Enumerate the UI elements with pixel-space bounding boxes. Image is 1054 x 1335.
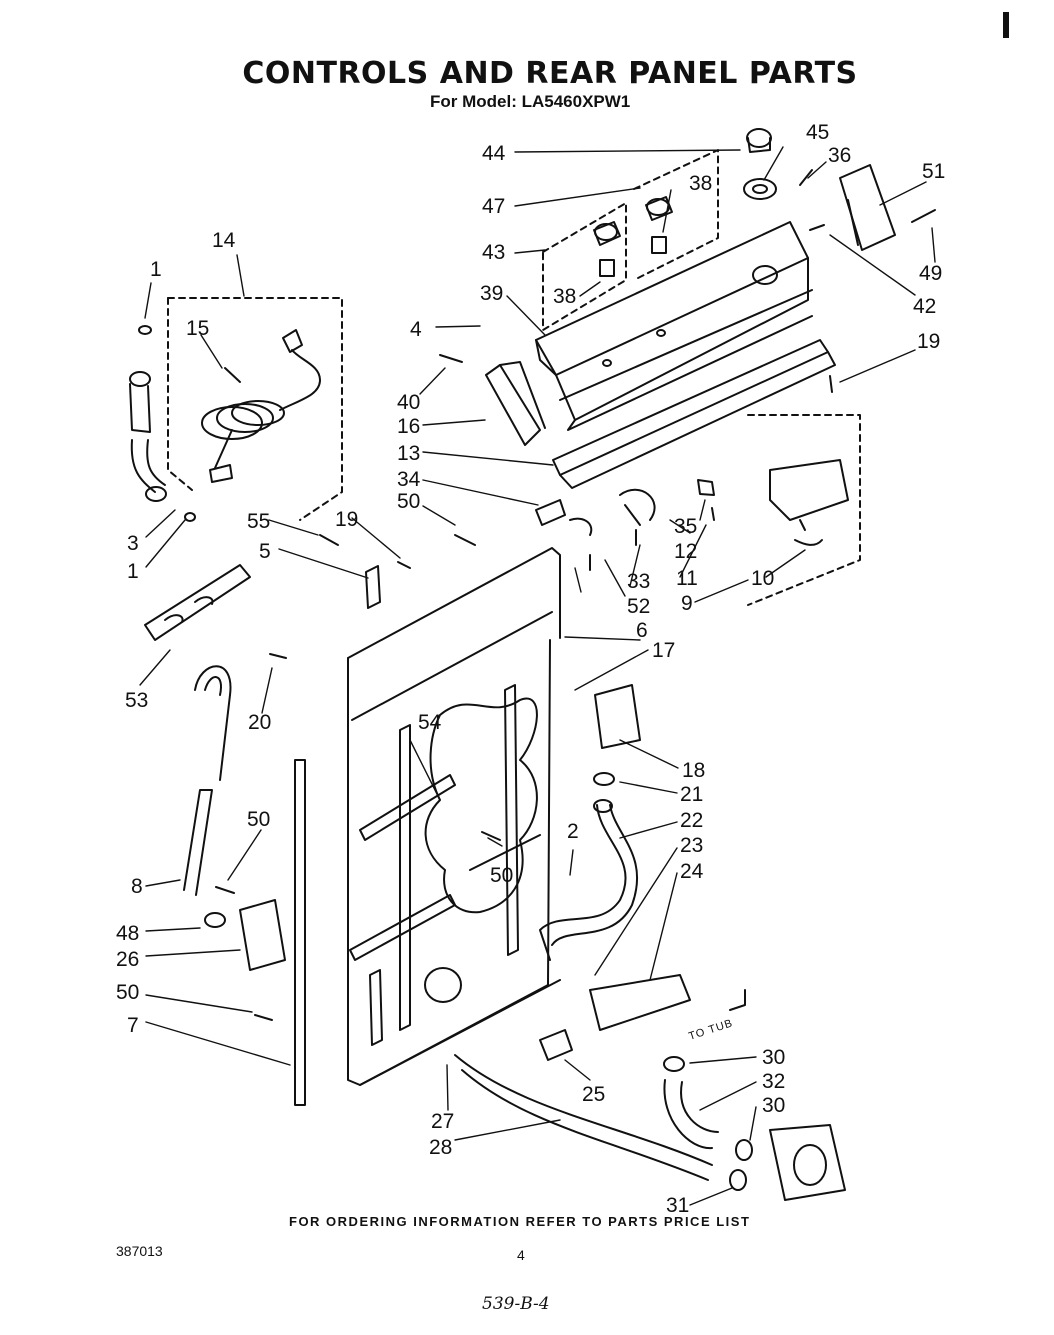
callout-label: 39: [480, 282, 503, 305]
callout-label: 50: [397, 490, 420, 513]
document-number: 387013: [116, 1243, 163, 1259]
callout-label: 5: [259, 540, 271, 563]
callout-label: 1: [150, 258, 162, 281]
callout-label: 31: [666, 1194, 689, 1217]
callout-label: 6: [636, 619, 648, 642]
callout-label: 16: [397, 415, 420, 438]
callout-label: 15: [186, 317, 209, 340]
callout-label: 25: [582, 1083, 605, 1106]
page-number: 4: [517, 1247, 525, 1263]
callout-label: 55: [247, 510, 270, 533]
corner-registration-mark: [1003, 12, 1009, 38]
callout-label: 54: [418, 711, 442, 734]
callout-label: 43: [482, 241, 505, 264]
callout-label: 44: [482, 142, 506, 165]
callout-label: 50: [116, 981, 139, 1004]
callout-label: 18: [682, 759, 705, 782]
callout-label: 50: [490, 864, 513, 887]
callout-label: 3: [127, 532, 139, 555]
callout-label: 53: [125, 689, 148, 712]
callout-label: 28: [429, 1136, 452, 1159]
callout-label: 14: [212, 229, 236, 252]
callout-label: 8: [131, 875, 143, 898]
callout-label: 47: [482, 195, 505, 218]
callout-label: 33: [627, 570, 650, 593]
control-console-drawing: [439, 128, 936, 606]
callout-label: 2: [567, 820, 579, 843]
callout-label: 17: [652, 639, 675, 662]
model-subtitle: For Model: LA5460XPW1: [430, 92, 631, 111]
callout-label: 11: [676, 567, 698, 590]
callout-label: 40: [397, 391, 420, 414]
callout-label: 27: [431, 1110, 454, 1133]
callout-label: 10: [751, 567, 774, 590]
callout-label: 24: [680, 860, 704, 883]
callout-label: 30: [762, 1046, 785, 1069]
callout-label: 42: [913, 295, 936, 318]
callout-label: 38: [689, 172, 712, 195]
rear-panel-drawing: [144, 534, 846, 1201]
page-title: CONTROLS AND REAR PANEL PARTS: [242, 56, 858, 91]
callout-label: 38: [553, 285, 576, 308]
callout-label: 34: [397, 468, 421, 491]
callout-label: 50: [247, 808, 270, 831]
callout-label: 48: [116, 922, 139, 945]
callout-label: 45: [806, 121, 829, 144]
callout-label: 20: [248, 711, 271, 734]
handwritten-reference: 539-B-4: [482, 1294, 550, 1314]
callout-label: 23: [680, 834, 703, 857]
callout-label: 13: [397, 442, 420, 465]
power-cord-drawing: [129, 297, 343, 522]
callout-label: 26: [116, 948, 139, 971]
callout-label: 12: [674, 540, 697, 563]
callout-label: 51: [922, 160, 945, 183]
callout-label: 4: [410, 318, 422, 341]
callout-label: 30: [762, 1094, 785, 1117]
callout-label: 52: [627, 595, 650, 618]
callout-label: 7: [127, 1014, 139, 1037]
callout-label: 22: [680, 809, 703, 832]
callout-label: 19: [917, 330, 940, 353]
callout-label: 49: [919, 262, 942, 285]
callout-labels: 1 1 2 3 4 5 6 7 8 9 10 11 12 13 14 15 16…: [116, 121, 945, 1217]
to-tub-annotation: TO TUB: [687, 1017, 734, 1043]
callout-label: 32: [762, 1070, 785, 1093]
leader-lines: [139, 146, 936, 1206]
callout-label: 36: [828, 144, 851, 167]
callout-label: 1: [127, 560, 139, 583]
callout-label: 21: [680, 783, 703, 806]
callout-label: 9: [681, 592, 693, 615]
callout-label: 19: [335, 508, 358, 531]
callout-label: 35: [674, 515, 697, 538]
ordering-note: FOR ORDERING INFORMATION REFER TO PARTS …: [289, 1214, 751, 1229]
